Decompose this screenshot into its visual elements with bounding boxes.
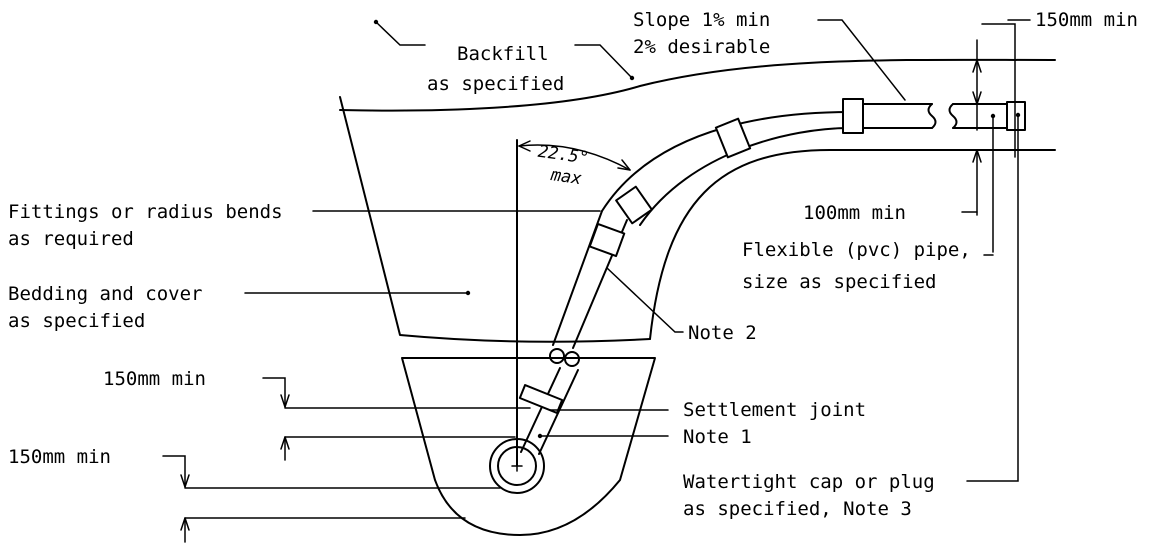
cover-top-label: 150mm min — [1035, 9, 1138, 31]
dim-depth-lower — [162, 455, 501, 543]
fittings-label-line2: as required — [8, 228, 134, 250]
angle-qualifier: max — [549, 165, 584, 189]
dim-depth-upper — [262, 377, 531, 461]
cap-label-line2: as specified, Note 3 — [683, 498, 912, 520]
upper-trench — [339, 58, 1056, 343]
backfill-label-line2: as specified — [427, 73, 564, 95]
horizontal-pipe — [849, 103, 1017, 129]
backfill-label-line1: Backfill — [457, 43, 549, 65]
depth-upper-label: 150mm min — [103, 368, 206, 390]
note2-label: Note 2 — [688, 322, 757, 344]
note1-label: Note 1 — [683, 426, 752, 448]
riser-pipe — [520, 210, 628, 455]
angle-arc — [518, 140, 631, 171]
leader-dots — [373, 19, 1021, 439]
cap-label-line1: Watertight cap or plug — [683, 471, 935, 493]
leader-lines — [244, 19, 1019, 482]
pipe-collars — [518, 98, 1026, 414]
slope-label-line2: 2% desirable — [633, 36, 770, 58]
main-sewer-pipe — [489, 438, 545, 494]
settlement-joint-label: Settlement joint — [683, 399, 866, 421]
bedding-label-line2: as specified — [8, 310, 145, 332]
lower-trench — [401, 357, 656, 536]
slope-label-line1: Slope 1% min — [633, 9, 770, 31]
dim-cover-top — [972, 19, 1031, 158]
depth-lower-label: 150mm min — [8, 446, 111, 468]
dim-cover-bottom — [961, 149, 982, 216]
angle-value: 22.5° — [537, 142, 590, 169]
fittings-label-line1: Fittings or radius bends — [8, 201, 283, 223]
cover-bottom-label: 100mm min — [803, 202, 906, 224]
bedding-label-line1: Bedding and cover — [8, 283, 202, 305]
flexible-pipe-label-line1: Flexible (pvc) pipe, — [742, 239, 971, 261]
flexible-pipe-label-line2: size as specified — [742, 271, 936, 293]
